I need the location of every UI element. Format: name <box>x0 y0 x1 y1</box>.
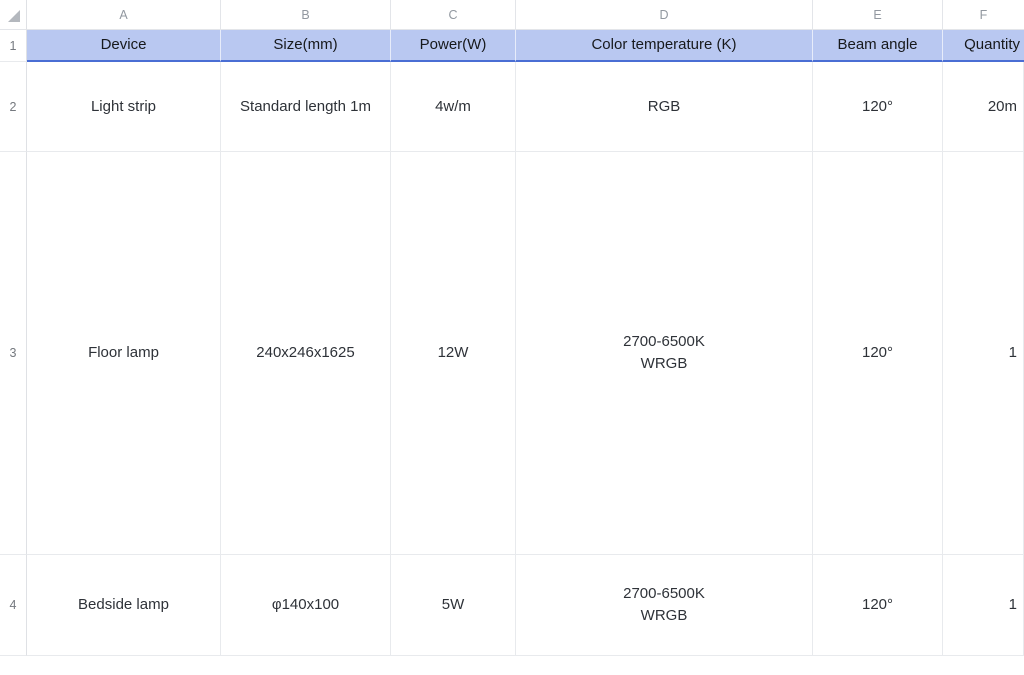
row-number-3[interactable]: 3 <box>0 152 27 555</box>
cell-size[interactable]: 240x246x1625 <box>221 152 391 555</box>
cell-power[interactable]: 4w/m <box>391 62 516 152</box>
cell-color-temperature[interactable]: RGB <box>516 62 813 152</box>
column-header-F[interactable]: F <box>943 0 1024 30</box>
cell-power[interactable]: 12W <box>391 152 516 555</box>
header-cell-quantity[interactable]: Quantity <box>943 30 1024 62</box>
empty-area-below-table <box>0 656 1024 675</box>
cell-power[interactable]: 5W <box>391 555 516 656</box>
column-header-B[interactable]: B <box>221 0 391 30</box>
column-header-strip: A B C D E F <box>0 0 1024 30</box>
table-row-light-strip: 2 Light strip Standard length 1m 4w/m RG… <box>0 62 1024 152</box>
cell-device[interactable]: Floor lamp <box>27 152 221 555</box>
column-header-E[interactable]: E <box>813 0 943 30</box>
select-all-triangle-icon <box>8 10 20 22</box>
cell-device[interactable]: Bedside lamp <box>27 555 221 656</box>
column-header-D[interactable]: D <box>516 0 813 30</box>
cell-beam-angle[interactable]: 120° <box>813 555 943 656</box>
row-number-4[interactable]: 4 <box>0 555 27 656</box>
row-number-1[interactable]: 1 <box>0 30 27 62</box>
cell-quantity[interactable]: 1 <box>943 152 1024 555</box>
table-row-bedside-lamp: 4 Bedside lamp φ140x100 5W 2700-6500K WR… <box>0 555 1024 656</box>
cell-quantity[interactable]: 20m <box>943 62 1024 152</box>
cell-beam-angle[interactable]: 120° <box>813 152 943 555</box>
column-header-C[interactable]: C <box>391 0 516 30</box>
table-row-floor-lamp: 3 Floor lamp 240x246x1625 12W 2700-6500K… <box>0 152 1024 555</box>
cell-quantity[interactable]: 1 <box>943 555 1024 656</box>
cell-beam-angle[interactable]: 120° <box>813 62 943 152</box>
cell-size[interactable]: φ140x100 <box>221 555 391 656</box>
table-header-row: 1 Device Size(mm) Power(W) Color tempera… <box>0 30 1024 62</box>
header-cell-beam-angle[interactable]: Beam angle <box>813 30 943 62</box>
header-cell-color-temperature[interactable]: Color temperature (K) <box>516 30 813 62</box>
column-header-A[interactable]: A <box>27 0 221 30</box>
header-cell-size[interactable]: Size(mm) <box>221 30 391 62</box>
row-number-2[interactable]: 2 <box>0 62 27 152</box>
cell-color-temperature[interactable]: 2700-6500K WRGB <box>516 555 813 656</box>
cell-color-temperature[interactable]: 2700-6500K WRGB <box>516 152 813 555</box>
select-all-corner[interactable] <box>0 0 27 30</box>
header-cell-power[interactable]: Power(W) <box>391 30 516 62</box>
cell-size[interactable]: Standard length 1m <box>221 62 391 152</box>
cell-device[interactable]: Light strip <box>27 62 221 152</box>
header-cell-device[interactable]: Device <box>27 30 221 62</box>
